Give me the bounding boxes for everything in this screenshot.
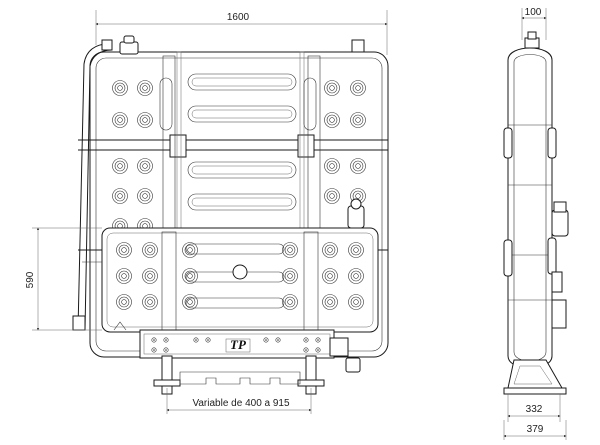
level-sensor	[347, 198, 365, 229]
dimension-side-mid: 332	[507, 394, 561, 422]
side-top-label: 100	[525, 7, 542, 18]
fill-pipe	[72, 39, 113, 331]
mounting-bracket: TP	[113, 321, 349, 359]
height-label: 590	[25, 271, 36, 288]
side-bottom-label: 379	[527, 424, 544, 435]
dimension-width: 1600	[95, 10, 388, 55]
side-mid-label: 332	[526, 404, 543, 415]
side-view: 100 332	[503, 7, 569, 440]
front-view: 1600	[25, 10, 389, 414]
dimension-foot-spacing: Variable de 400 a 915	[166, 388, 312, 414]
upper-ribs	[187, 73, 297, 211]
filler-cap	[119, 35, 139, 55]
dimension-side-top: 100	[521, 7, 547, 40]
support-feet	[153, 355, 325, 395]
side-body	[507, 47, 553, 369]
lower-ribs	[185, 243, 285, 309]
side-base	[503, 359, 567, 395]
dimension-height: 590	[25, 227, 102, 331]
brand-logo: TP	[230, 337, 247, 352]
upper-strap	[78, 134, 388, 158]
dimension-side-bottom: 379	[503, 420, 567, 440]
foot-spacing-label: Variable de 400 a 915	[192, 398, 290, 409]
width-label: 1600	[227, 12, 250, 23]
